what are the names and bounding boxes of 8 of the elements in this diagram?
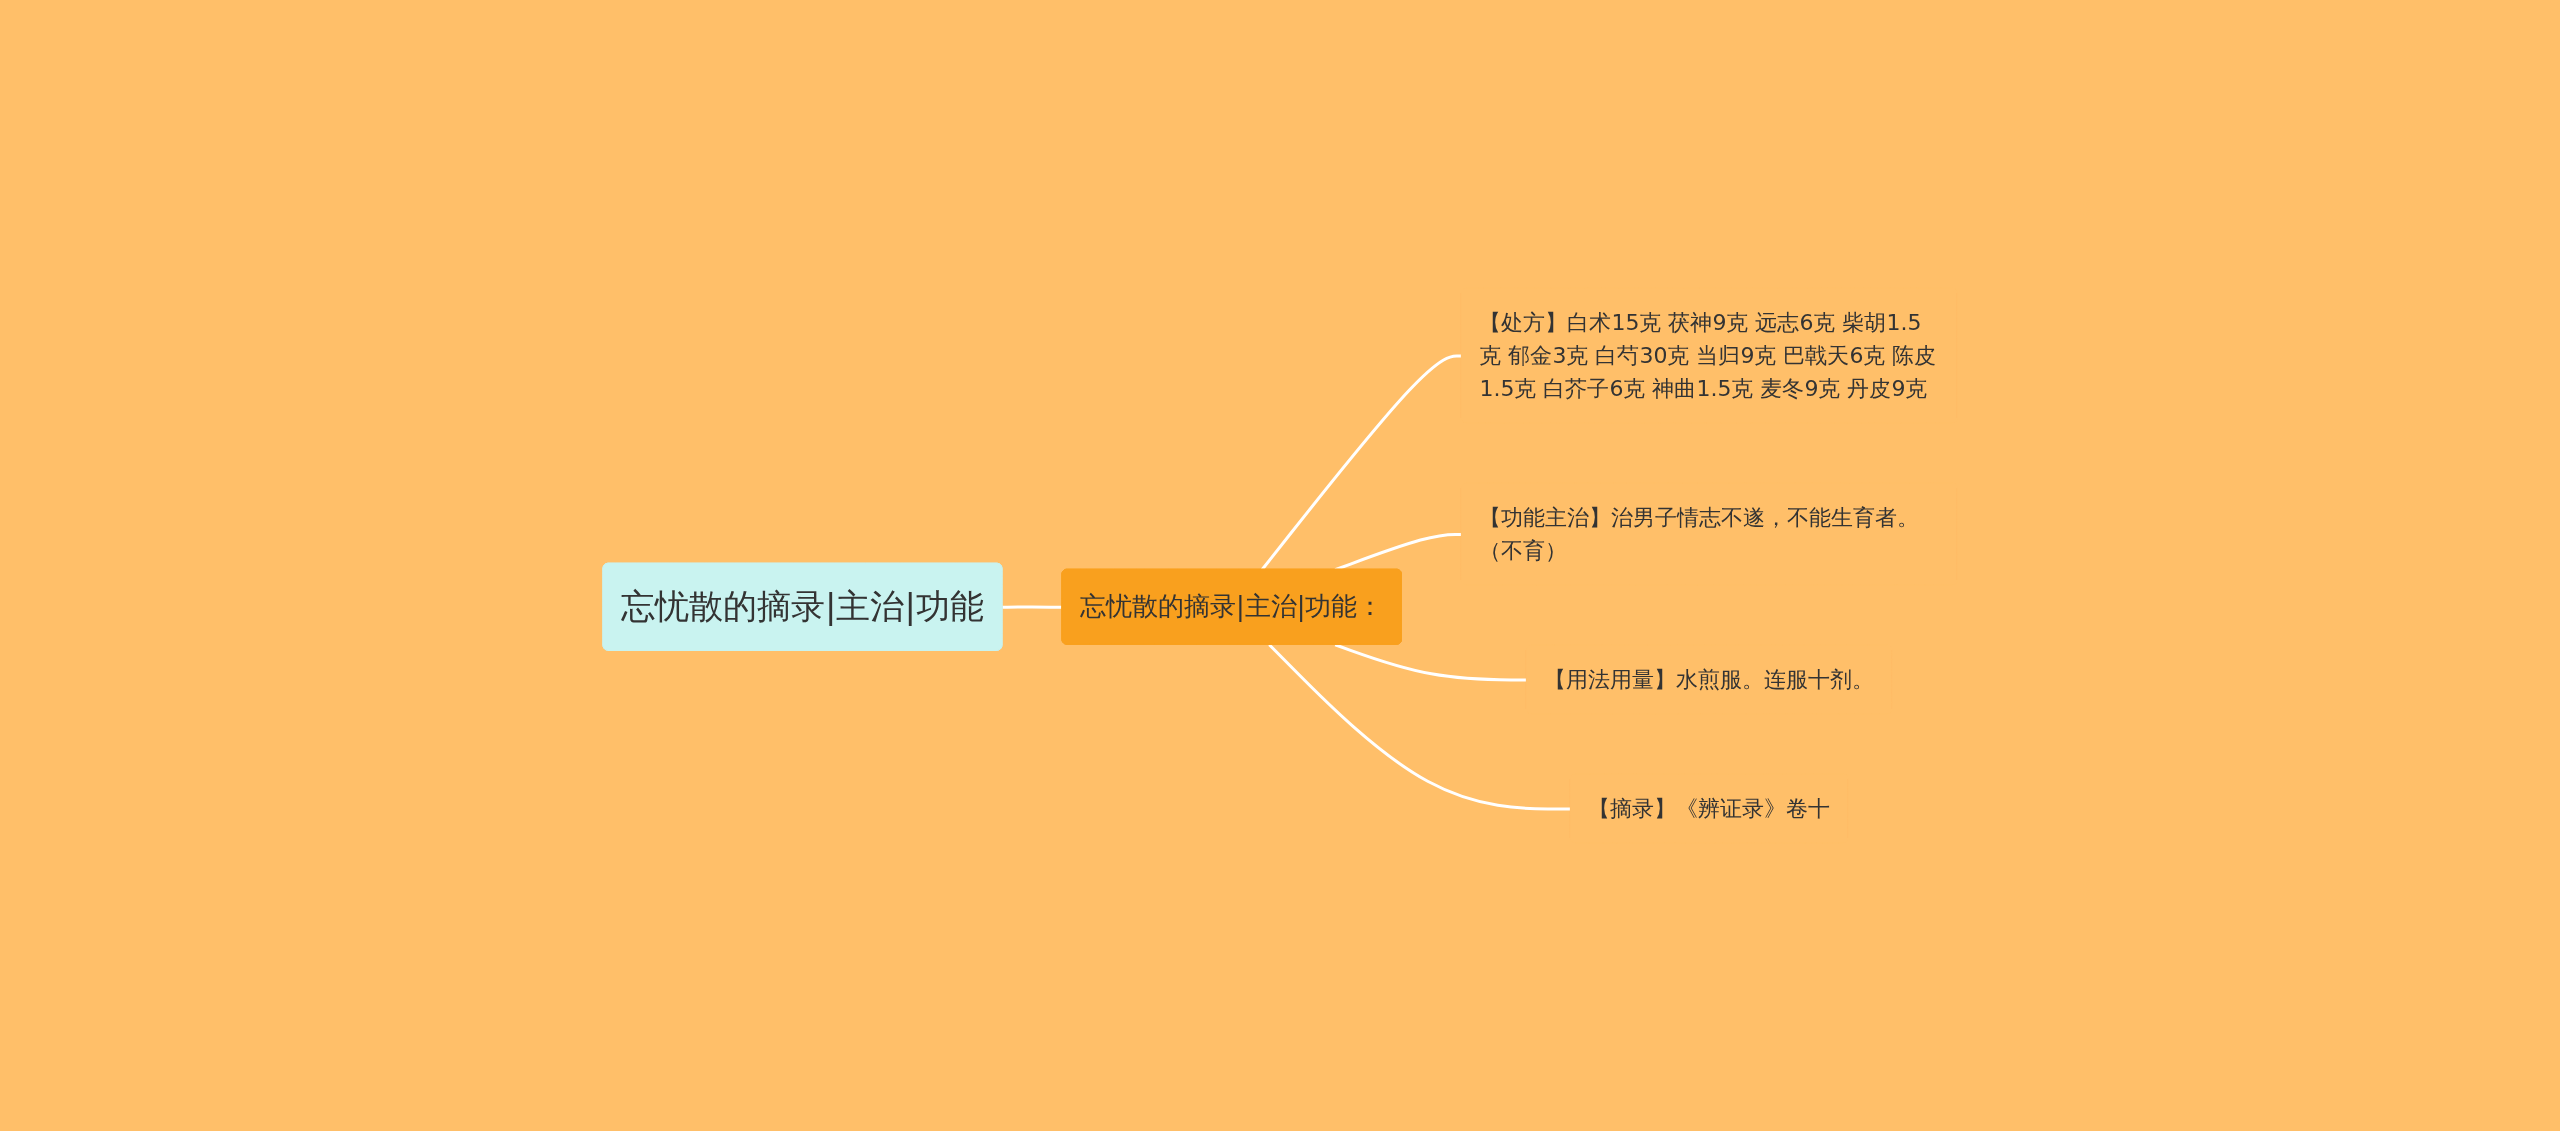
node-text: 【用法用量】水煎服。连服十剂。 — [1544, 667, 1875, 692]
connector — [1260, 354, 1462, 571]
connector — [1268, 643, 1571, 811]
node-text: 【功能主治】治男子情志不遂，不能生育者。（不育） — [1479, 505, 1920, 563]
node-text: 【处方】白术15克 茯神9克 远志6克 柴胡1.5克 郁金3克 白芍30克 当归9克 巴戟天6克 陈皮1.5克 白芥子6克 神曲1.5克 麦冬9克 丹皮9克 — [1479, 310, 1937, 401]
connector — [1334, 643, 1527, 682]
node-text: 【摘录】《辨证录》卷十 — [1588, 796, 1831, 821]
connector — [1002, 605, 1063, 609]
